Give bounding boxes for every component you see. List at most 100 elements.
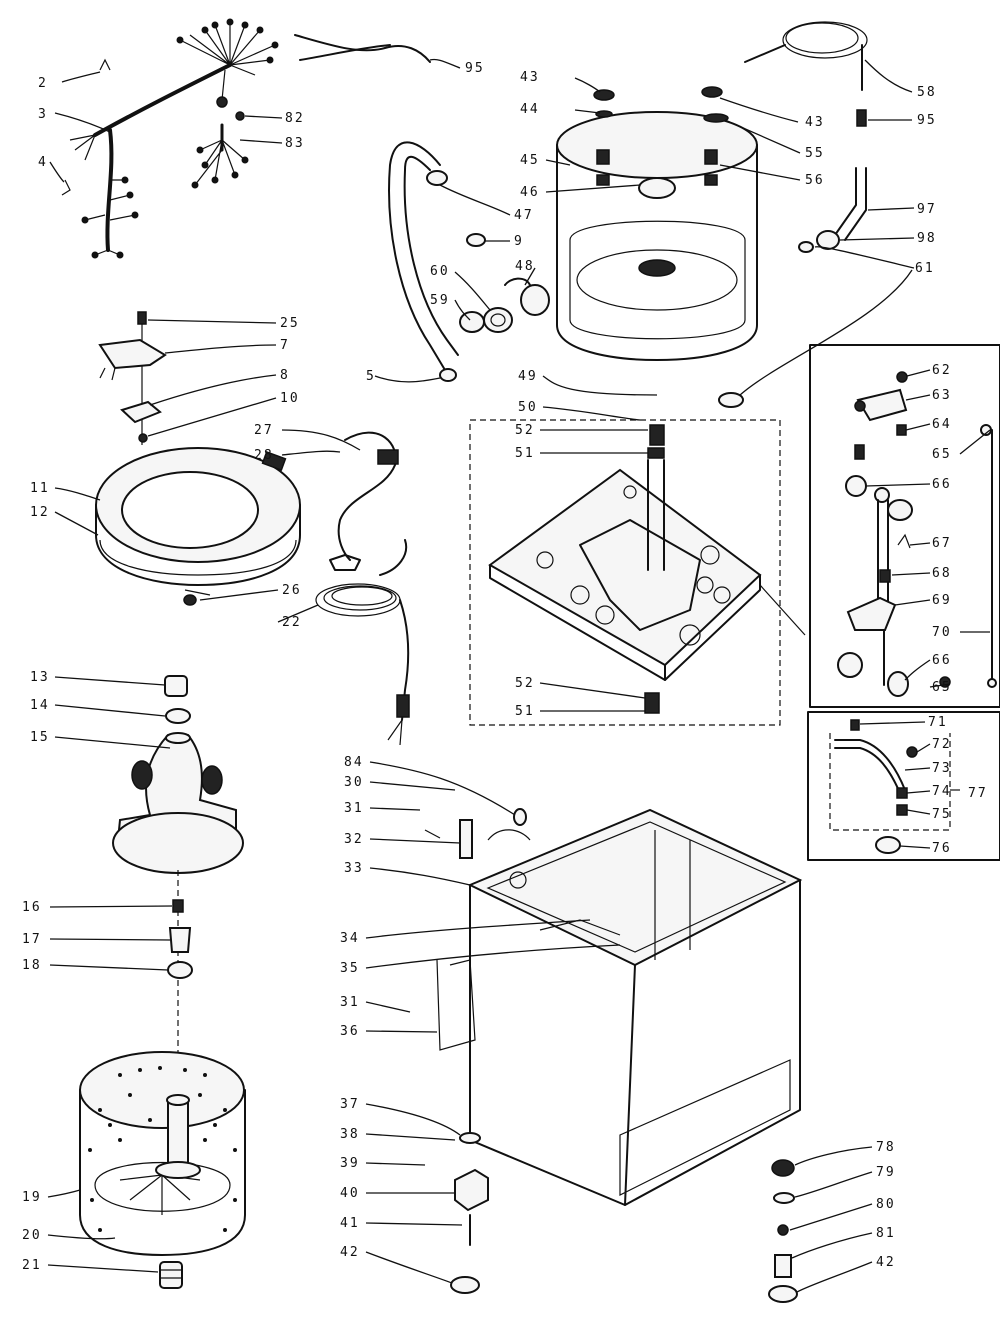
wire-95 xyxy=(294,34,431,63)
callout-97: 97 xyxy=(917,202,937,217)
callout-78: 78 xyxy=(876,1140,896,1155)
callout-labels: 2 3 4 95 82 83 43 44 45 46 47 9 60 48 59… xyxy=(22,61,988,1273)
callout-95: 95 xyxy=(465,61,485,76)
callout-83: 83 xyxy=(285,136,305,151)
base-plate-assembly xyxy=(469,419,806,726)
callout-74: 74 xyxy=(932,784,952,799)
callout-3: 3 xyxy=(38,107,48,122)
callout-45: 45 xyxy=(520,153,540,168)
callout-47: 47 xyxy=(514,208,534,223)
callout-18: 18 xyxy=(22,958,42,973)
coiled-hose-58 xyxy=(744,21,868,127)
callout-22: 22 xyxy=(282,615,302,630)
callout-67: 67 xyxy=(932,536,952,551)
callout-43: 43 xyxy=(520,70,540,85)
callout-51-b: 51 xyxy=(515,704,535,719)
callout-49: 49 xyxy=(518,369,538,384)
callout-52: 52 xyxy=(515,423,535,438)
leader-lines xyxy=(47,58,991,1293)
callout-9: 9 xyxy=(514,234,524,249)
callout-5: 5 xyxy=(366,369,376,384)
callout-31: 31 xyxy=(344,801,364,816)
callout-61: 61 xyxy=(915,261,935,276)
tub-fasteners xyxy=(593,86,729,123)
callout-28: 28 xyxy=(254,448,274,463)
callout-31-b: 31 xyxy=(340,995,360,1010)
callout-51: 51 xyxy=(515,446,535,461)
callout-70: 70 xyxy=(932,625,952,640)
harness-sub-83 xyxy=(191,111,249,189)
callout-50: 50 xyxy=(518,400,538,415)
callout-36: 36 xyxy=(340,1024,360,1039)
callout-14: 14 xyxy=(30,698,50,713)
callout-69: 69 xyxy=(932,593,952,608)
callout-26: 26 xyxy=(282,583,302,598)
callout-34: 34 xyxy=(340,931,360,946)
pad-61 xyxy=(718,392,744,408)
callout-27: 27 xyxy=(254,423,274,438)
wire-harness xyxy=(61,18,279,259)
callout-44: 44 xyxy=(520,102,540,117)
callout-63: 63 xyxy=(932,388,952,403)
linkage-box xyxy=(809,344,1000,708)
callout-52-b: 52 xyxy=(515,676,535,691)
callout-21: 21 xyxy=(22,1258,42,1273)
callout-55: 55 xyxy=(805,146,825,161)
callout-19: 19 xyxy=(22,1190,42,1205)
callout-65-b: 65 xyxy=(932,680,952,695)
lid-switch-parts xyxy=(98,311,167,445)
callout-68: 68 xyxy=(932,566,952,581)
callout-64: 64 xyxy=(932,417,952,432)
callout-30: 30 xyxy=(344,775,364,790)
callout-66: 66 xyxy=(932,477,952,492)
callout-65: 65 xyxy=(932,447,952,462)
callout-72: 72 xyxy=(932,737,952,752)
callout-95-b: 95 xyxy=(917,113,937,128)
callout-7: 7 xyxy=(280,338,290,353)
callout-98: 98 xyxy=(917,231,937,246)
fill-spout-97 xyxy=(798,167,867,253)
callout-80: 80 xyxy=(876,1197,896,1212)
power-cord xyxy=(315,431,410,746)
callout-33: 33 xyxy=(344,861,364,876)
callout-2: 2 xyxy=(38,76,48,91)
hose-clamps-and-seals xyxy=(459,233,550,333)
callout-71: 71 xyxy=(928,715,948,730)
callout-77: 77 xyxy=(968,786,988,801)
leveling-foot-stack xyxy=(768,1159,798,1303)
callout-75: 75 xyxy=(932,807,952,822)
callout-17: 17 xyxy=(22,932,42,947)
tub-ring xyxy=(95,447,301,606)
callout-35: 35 xyxy=(340,961,360,976)
callout-59: 59 xyxy=(430,293,450,308)
callout-10: 10 xyxy=(280,391,300,406)
basket-perforations xyxy=(88,1066,237,1232)
callout-81: 81 xyxy=(876,1226,896,1241)
callout-25: 25 xyxy=(280,316,300,331)
callout-42: 42 xyxy=(340,1245,360,1260)
drain-hose xyxy=(388,141,459,382)
callout-12: 12 xyxy=(30,505,50,520)
callout-13: 13 xyxy=(30,670,50,685)
callout-38: 38 xyxy=(340,1127,360,1142)
spin-basket xyxy=(79,1051,246,1289)
callout-39: 39 xyxy=(340,1156,360,1171)
callout-82: 82 xyxy=(285,111,305,126)
callout-84: 84 xyxy=(344,755,364,770)
callout-43-b: 43 xyxy=(805,115,825,130)
callout-62: 62 xyxy=(932,363,952,378)
callout-15: 15 xyxy=(30,730,50,745)
callout-42-b: 42 xyxy=(876,1255,896,1270)
callout-48: 48 xyxy=(515,259,535,274)
callout-4: 4 xyxy=(38,155,48,170)
callout-16: 16 xyxy=(22,900,42,915)
callout-8: 8 xyxy=(280,368,290,383)
callout-66-b: 66 xyxy=(932,653,952,668)
callout-20: 20 xyxy=(22,1228,42,1243)
callout-56: 56 xyxy=(805,173,825,188)
callout-37: 37 xyxy=(340,1097,360,1112)
callout-79: 79 xyxy=(876,1165,896,1180)
callout-73: 73 xyxy=(932,761,952,776)
brake-spring-box xyxy=(807,711,1000,861)
